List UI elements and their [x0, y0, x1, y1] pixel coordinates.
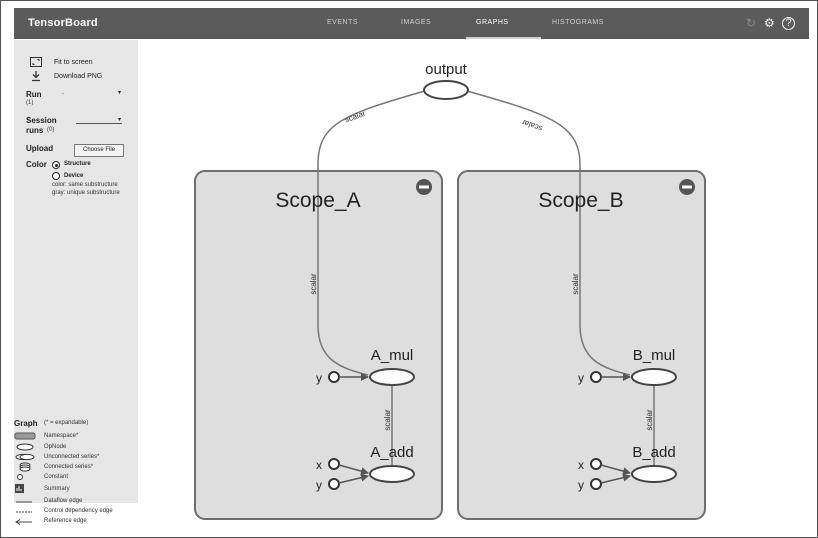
input-label: x [316, 458, 322, 472]
output-label: output [425, 61, 468, 78]
settings-icon[interactable]: ⚙ [764, 16, 775, 30]
constant-node[interactable] [328, 458, 340, 470]
scope-a-title: Scope_A [275, 189, 360, 212]
constant-icon [17, 474, 23, 480]
color-label: Color [26, 160, 47, 169]
download-icon[interactable] [31, 71, 41, 82]
output-node[interactable] [423, 80, 469, 100]
namespace-icon [14, 432, 36, 440]
control-dependency-edge-icon [16, 511, 32, 513]
tab-graphs[interactable]: GRAPHS [476, 19, 509, 26]
summary-icon [15, 484, 24, 493]
constant-node[interactable] [590, 478, 602, 490]
legend-item: Connected series* [44, 464, 94, 470]
unconnected-series-icon [15, 453, 35, 461]
top-app-bar: TensorBoard EVENTS IMAGES GRAPHS HISTOGR… [14, 8, 809, 39]
dataflow-edge [600, 464, 631, 475]
legend-item: OpNode [44, 444, 67, 450]
device-radio[interactable] [52, 172, 60, 180]
structure-radio[interactable] [52, 161, 60, 169]
dataflow-edge [338, 464, 369, 475]
legend-note: (* = expandable) [44, 420, 89, 426]
run-select[interactable]: . [62, 89, 64, 96]
scope-b-namespace[interactable] [457, 170, 706, 520]
chevron-down-icon[interactable]: ▾ [118, 90, 122, 96]
edge-label: scalar [520, 117, 543, 133]
b-mul-node[interactable] [631, 368, 677, 386]
input-label: y [316, 371, 322, 385]
session-label: Session [26, 116, 57, 125]
input-label: y [316, 478, 322, 492]
sidebar: Fit to screen Download PNG Run (1) . ▾ S… [14, 40, 138, 503]
edge-label: scalar [645, 409, 654, 431]
legend-title: Graph [14, 419, 38, 428]
constant-node[interactable] [590, 371, 602, 383]
constant-node[interactable] [328, 478, 340, 490]
input-label: y [578, 478, 584, 492]
dataflow-edge [600, 473, 631, 484]
scope-b-title: Scope_B [538, 189, 623, 212]
collapse-icon[interactable] [416, 179, 432, 195]
app-title: TensorBoard [28, 17, 98, 29]
opnode-icon [16, 443, 34, 451]
constant-node[interactable] [590, 458, 602, 470]
reference-edge-icon [15, 519, 32, 525]
collapse-icon[interactable] [679, 179, 695, 195]
graph-legend: Graph (* = expandable) Namespace* OpNode… [14, 417, 138, 537]
connected-series-icon [19, 462, 31, 472]
legend-item: Summary [44, 486, 70, 492]
run-count: (1) [26, 100, 34, 106]
b-add-label: B_add [632, 444, 675, 461]
run-label: Run [26, 90, 42, 99]
edge-label: scalar [344, 109, 367, 125]
fit-screen-button[interactable]: Fit to screen [54, 59, 93, 66]
legend-item: Dataflow edge [44, 498, 83, 504]
input-label: x [578, 458, 584, 472]
legend-item: Control dependency edge [44, 508, 113, 514]
constant-node[interactable] [328, 371, 340, 383]
upload-label: Upload [26, 144, 54, 153]
b-mul-label: B_mul [633, 347, 676, 364]
tab-events[interactable]: EVENTS [327, 19, 359, 26]
dataflow-edge [338, 473, 369, 484]
a-add-label: A_add [370, 444, 413, 461]
edge-label: scalar [383, 409, 392, 431]
dataflow-edge [317, 90, 426, 376]
a-mul-label: A_mul [371, 347, 414, 364]
edge-label: scalar [309, 273, 318, 295]
session-count: (0) [47, 127, 55, 133]
session-runs-label: runs [26, 126, 44, 135]
legend-item: Reference edge [44, 518, 87, 524]
refresh-icon[interactable]: ↻ [746, 16, 757, 30]
edge-label: scalar [571, 273, 580, 295]
legend-item: Constant [44, 474, 69, 480]
tab-histograms[interactable]: HISTOGRAMS [552, 19, 604, 26]
color-note-same: color: same substructure [52, 182, 118, 188]
color-note-unique: gray: unique substructure [52, 190, 120, 196]
active-tab-indicator [466, 37, 541, 39]
choose-file-button[interactable]: Choose File [74, 144, 124, 157]
b-add-node[interactable] [631, 465, 677, 483]
legend-item: Unconnected series* [44, 454, 100, 460]
tab-images[interactable]: IMAGES [401, 19, 432, 26]
dataflow-edge-icon [16, 501, 32, 503]
structure-option-label: Structure [64, 161, 91, 167]
chevron-down-icon[interactable]: ▾ [118, 117, 122, 123]
input-label: y [578, 371, 584, 385]
fit-screen-icon[interactable] [30, 57, 42, 67]
a-add-node[interactable] [369, 465, 415, 483]
legend-item: Namespace* [44, 433, 79, 439]
session-select[interactable] [76, 123, 122, 124]
device-option-label: Device [64, 173, 84, 179]
dataflow-edge [466, 90, 631, 376]
help-icon[interactable]: ? [782, 17, 795, 30]
a-mul-node[interactable] [369, 368, 415, 386]
download-png-button[interactable]: Download PNG [54, 73, 103, 80]
